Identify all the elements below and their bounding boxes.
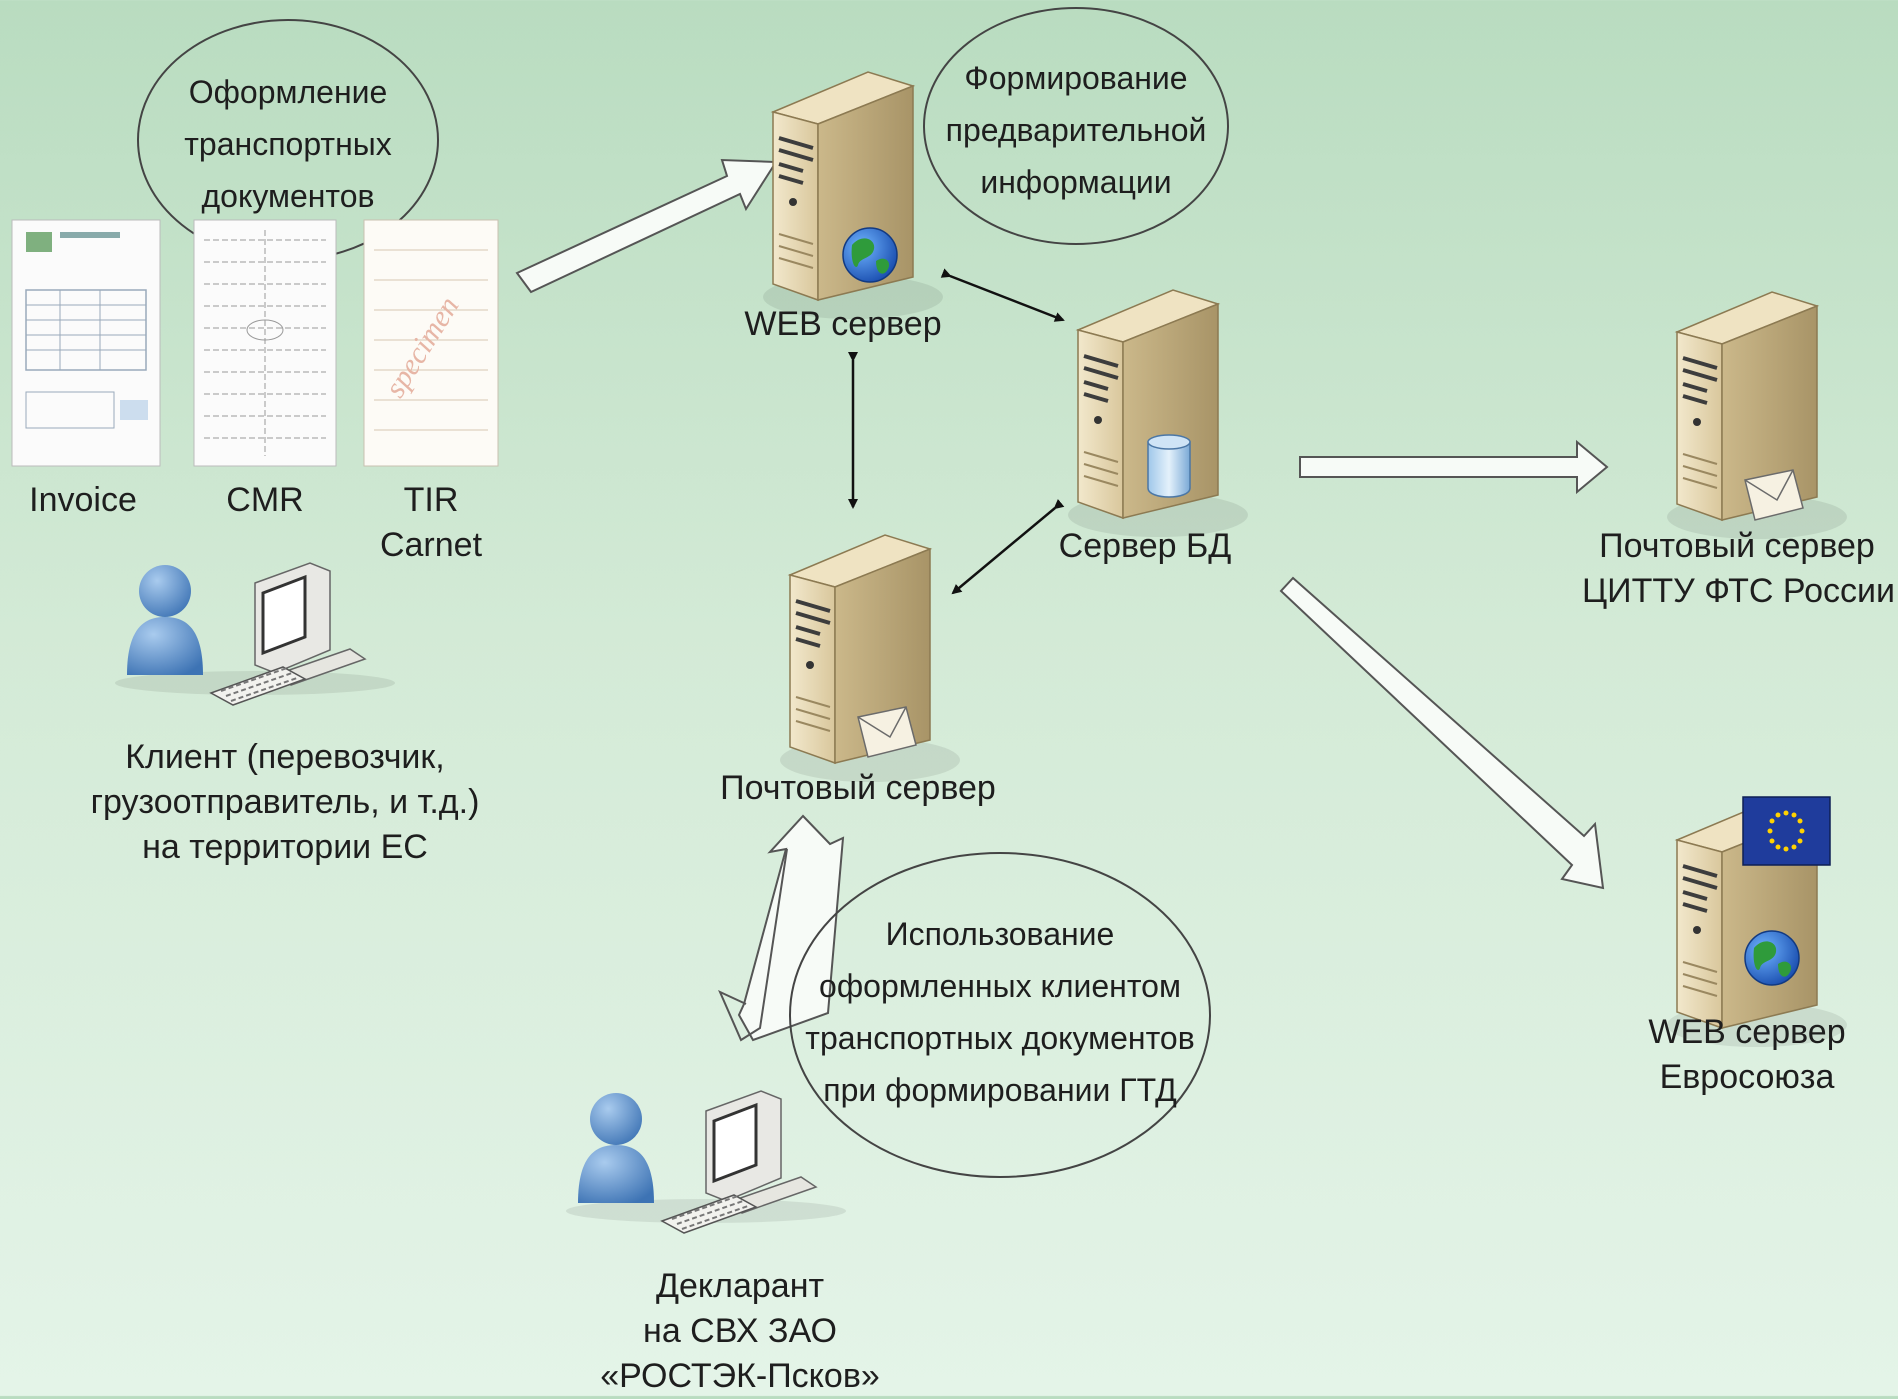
globe-icon	[1744, 930, 1800, 986]
bubble-docs-prep-text: Оформление транспортных документов	[184, 74, 392, 214]
web-server-eu-label: WEB сервер Евросоюза	[1648, 1013, 1846, 1096]
link-db-mail	[951, 499, 1065, 595]
client-person-icon	[113, 561, 397, 707]
mail-server-icon	[778, 533, 962, 784]
arrow-docs-to-web	[515, 158, 778, 294]
mail-server-fts-icon	[1665, 290, 1849, 541]
tir-carnet-document-icon: specimen	[363, 219, 499, 467]
db-server-label: Сервер БД	[1058, 527, 1232, 565]
globe-icon	[842, 227, 898, 283]
cmr-label: CMR	[226, 481, 304, 519]
bubble-usage	[789, 852, 1211, 1178]
bubble-usage-text: Использование оформленных клиентом транс…	[805, 916, 1195, 1108]
database-icon	[1147, 434, 1191, 498]
cmr-document-icon	[193, 219, 337, 467]
arrow-db-to-web-eu	[1279, 576, 1605, 890]
tir-carnet-label: TIR Carnet	[379, 481, 483, 564]
invoice-label: Invoice	[29, 481, 137, 519]
invoice-document-icon	[11, 219, 161, 467]
bubble-pre-info-text: Формирование предварительной информации	[945, 60, 1207, 200]
client-label: Клиент (перевозчик, грузоотправитель, и …	[90, 738, 480, 866]
web-server-label: WEB сервер	[744, 305, 942, 343]
declarant-label: Декларант на СВХ ЗАО «РОСТЭК-Псков»	[600, 1267, 880, 1395]
arrow-db-to-mail-fts	[1299, 439, 1609, 495]
mail-server-fts-label: Почтовый сервер ЦИТТУ ФТС России	[1582, 527, 1895, 610]
link-web-db	[940, 268, 1065, 322]
bubble-pre-info	[923, 7, 1229, 245]
mail-server-label: Почтовый сервер	[720, 769, 996, 807]
db-server-icon	[1066, 288, 1250, 539]
eu-flag-icon	[1742, 796, 1831, 866]
web-server-icon	[761, 70, 945, 321]
